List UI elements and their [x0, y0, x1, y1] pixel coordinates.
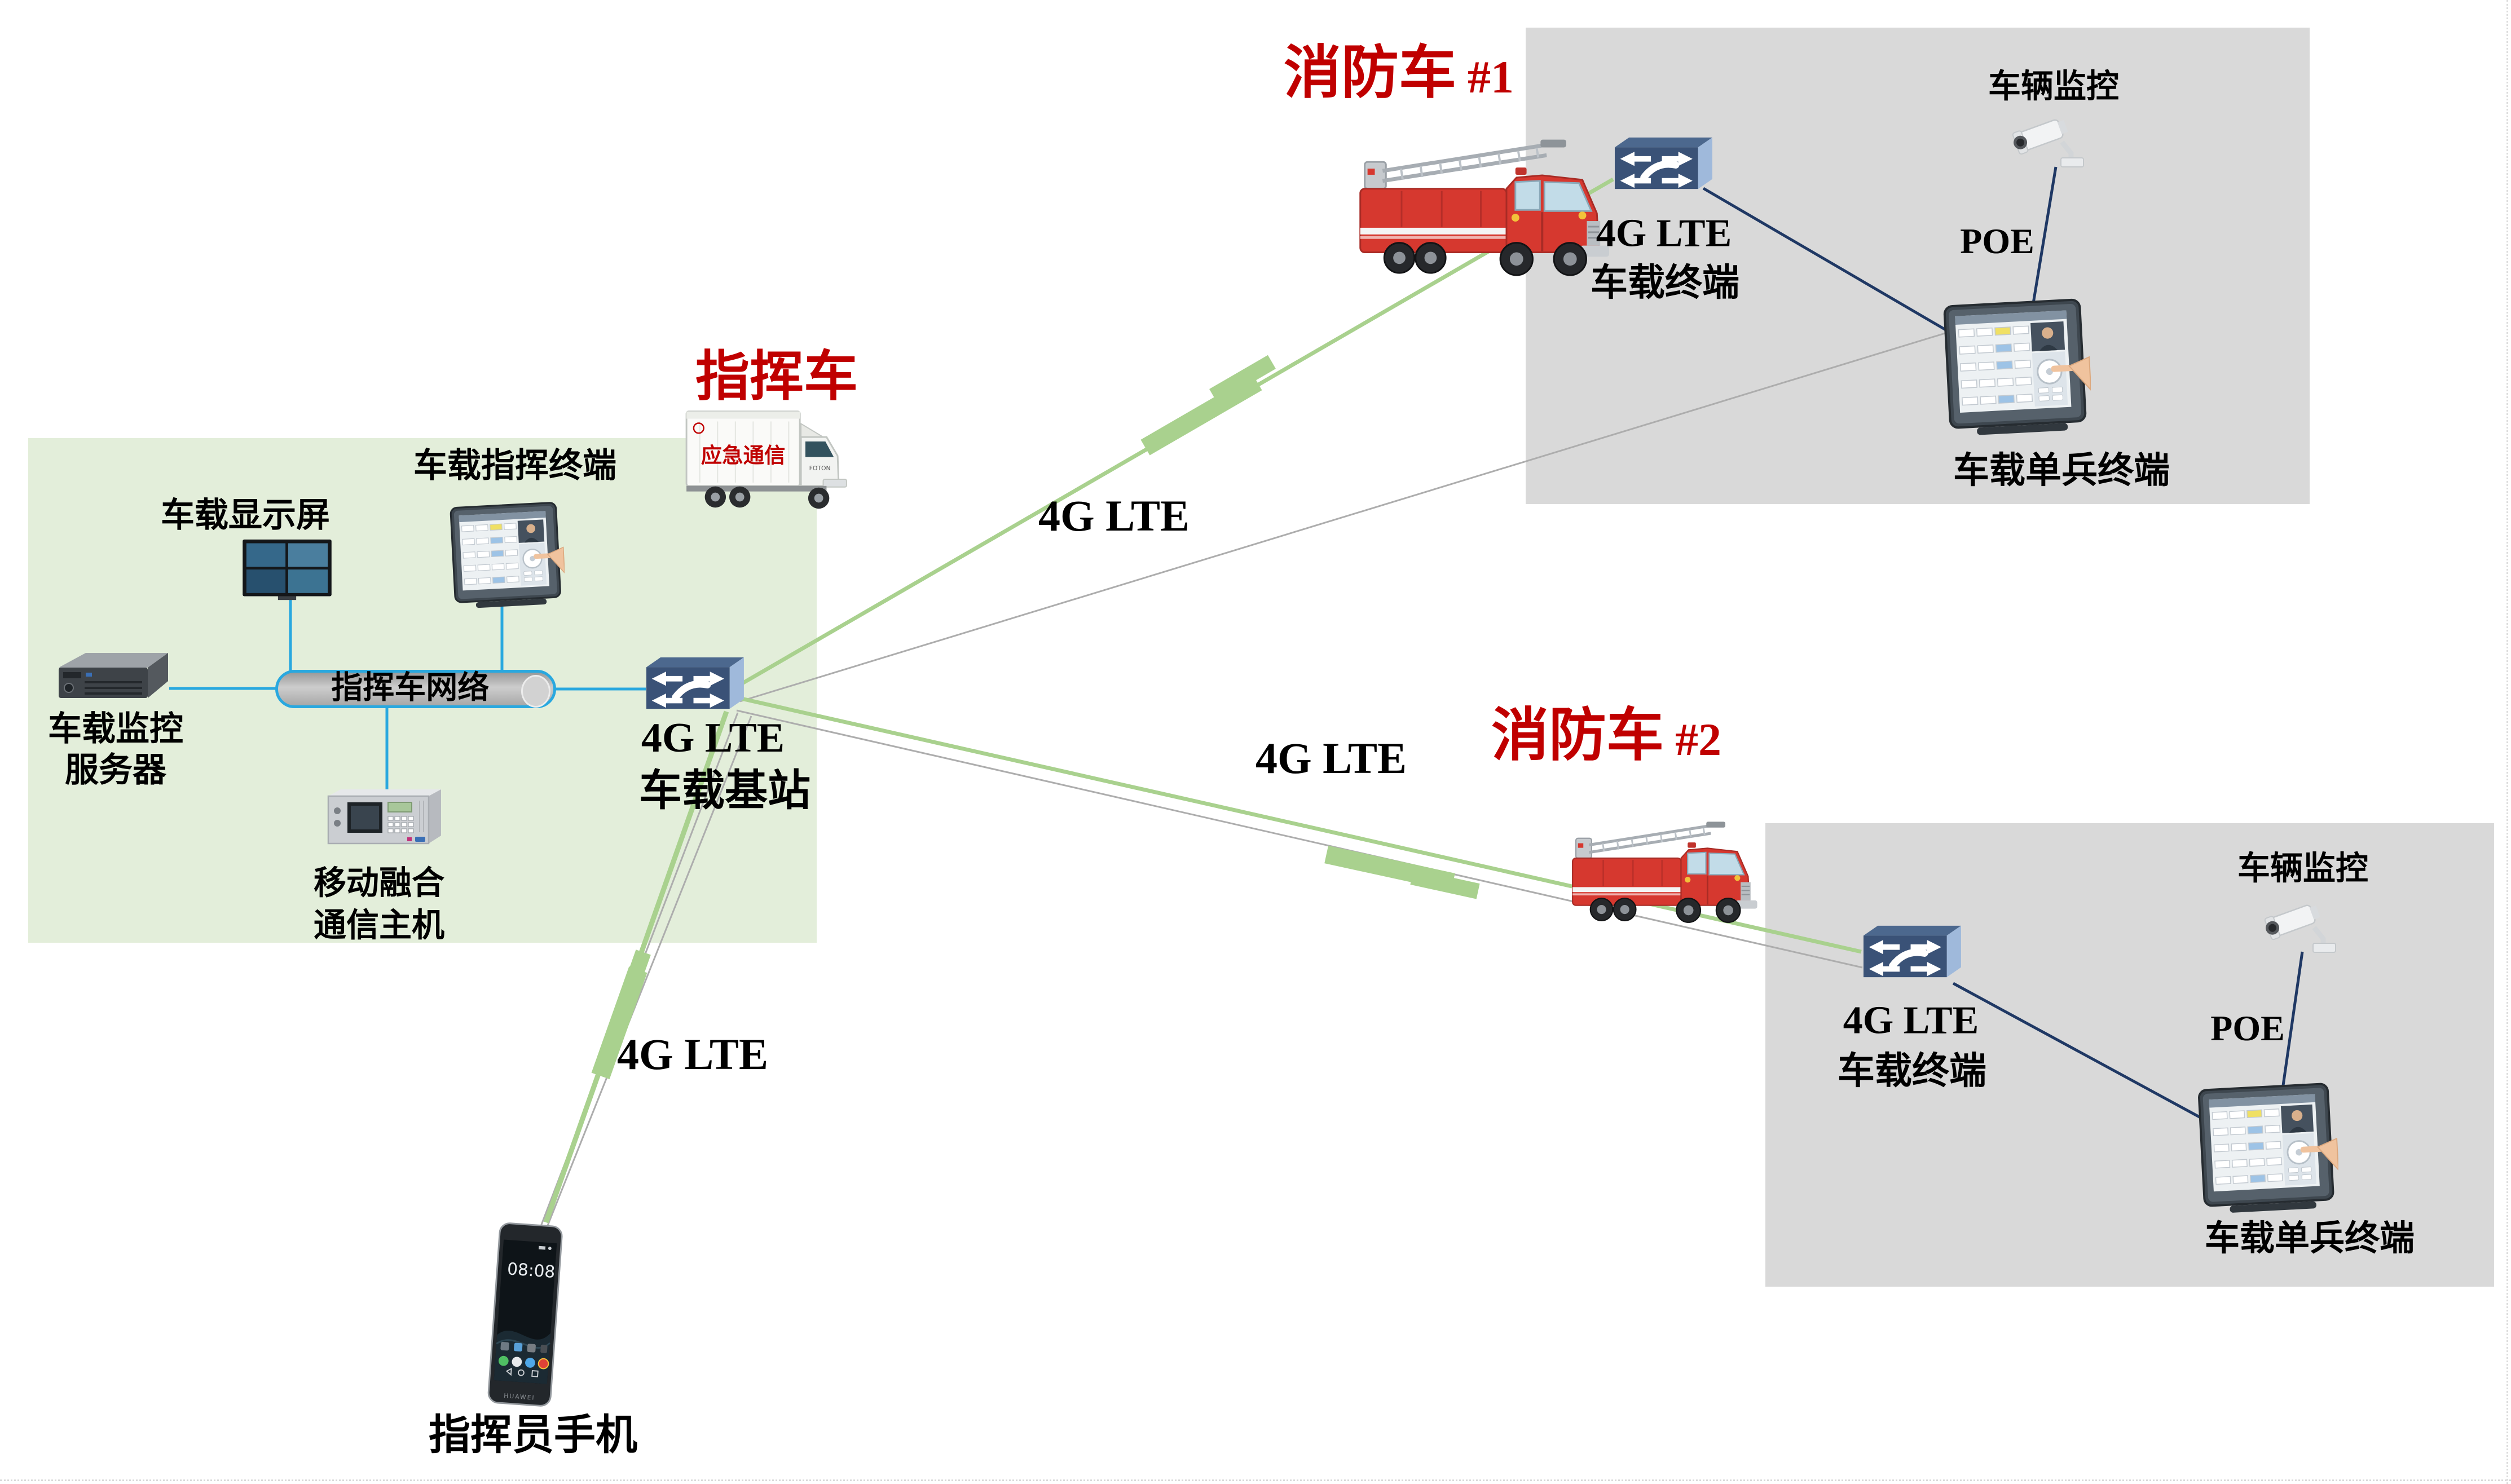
phone-clock-text: 08:08: [506, 1259, 556, 1282]
fire-truck-1-icon: [1348, 117, 1610, 279]
command-terminal-icon: [444, 501, 570, 611]
lte-terminal-2-label-line2: 车载终端: [1838, 1049, 1986, 1093]
video-wall-icon: [240, 538, 334, 602]
fire-truck-2-icon: [1563, 796, 1758, 934]
slide-edge-dotted-right: [2506, 0, 2508, 1484]
link-label-truck2: 4G LTE: [1255, 733, 1407, 783]
surveillance-server-label: 车载监控 服务器: [48, 709, 183, 791]
soldier-terminal-2-label: 车载单兵终端: [2204, 1217, 2415, 1259]
command-terminal-label: 车载指挥终端: [413, 446, 616, 486]
comm-host-label-line2: 通信主机: [313, 906, 445, 944]
command-truck-brand-text: FOTON: [809, 465, 831, 472]
commander-phone-icon: 08:08 HUAWEI: [483, 1220, 569, 1411]
lte-terminal-1-label-line1: 4G LTE: [1596, 211, 1732, 255]
comm-host-label-line1: 移动融合: [313, 863, 445, 902]
command-truck-icon: 应急通信 FOTON: [682, 403, 851, 516]
soldier-terminal-1-label: 车载单兵终端: [1953, 449, 2170, 492]
command-truck-side-text: 应急通信: [701, 443, 786, 467]
camera-1-label: 车辆监控: [1988, 67, 2120, 105]
poe-1-label: POE: [1960, 220, 2034, 261]
fire-truck-1-title-text: 消防车: [1284, 39, 1456, 107]
pill-end-cap: [521, 675, 550, 708]
camera-2-label: 车辆监控: [2237, 849, 2369, 887]
radio-beams: [591, 355, 1480, 1079]
lte-terminal-1-switch-icon: [1610, 134, 1715, 192]
commander-phone-label: 指挥员手机: [429, 1411, 637, 1460]
fire-truck-1-number: #1: [1468, 51, 1514, 103]
surveillance-server-label-line1: 车载监控: [48, 709, 183, 749]
link-label-phone: 4G LTE: [616, 1029, 769, 1079]
link-label-truck1: 4G LTE: [1038, 491, 1190, 540]
vehicle-network-label: 指挥车网络: [331, 669, 490, 706]
fire-truck-2-title: 消防车#2: [1491, 701, 1721, 769]
phone-brand-text: HUAWEI: [504, 1392, 535, 1402]
camera-2-icon: [2259, 894, 2343, 956]
poe-navy-lines: [1702, 166, 2304, 1120]
comm-host-label: 移动融合 通信主机: [314, 862, 444, 947]
command-vehicle-title: 指挥车: [695, 344, 858, 408]
fire-truck-1-box: [1526, 28, 2310, 504]
lte-terminal-2-switch-icon: [1859, 922, 1963, 980]
fire-truck-2-title-text: 消防车: [1491, 701, 1664, 769]
lte-terminal-2-label-line1: 4G LTE: [1843, 999, 1979, 1043]
fire-truck-1-title: 消防车#1: [1284, 39, 1514, 107]
lan-cyan-lines: [169, 599, 646, 790]
slide-edge-dotted-bottom: [0, 1479, 2511, 1481]
display-screen-label: 车载显示屏: [161, 496, 330, 536]
lte-base-station-label-line2: 车载基站: [639, 765, 810, 815]
poe-2-label: POE: [2210, 1008, 2285, 1048]
fire-truck-2-box: [1765, 823, 2494, 1287]
lte-base-station-label-line1: 4G LTE: [641, 715, 785, 762]
surveillance-server-label-line2: 服务器: [65, 750, 166, 790]
camera-1-icon: [2007, 108, 2091, 170]
lte-base-station-switch-icon: [642, 654, 746, 712]
surveillance-server-icon: [52, 650, 173, 703]
vehicle-network-pill: 指挥车网络: [275, 669, 556, 708]
lte-terminal-1-label-line2: 车载终端: [1591, 260, 1739, 304]
comm-host-icon: [325, 787, 444, 848]
fire-truck-2-number: #2: [1675, 713, 1721, 765]
soldier-terminal-2-icon: [2195, 1081, 2341, 1217]
soldier-terminal-1-icon: [1943, 294, 2091, 442]
